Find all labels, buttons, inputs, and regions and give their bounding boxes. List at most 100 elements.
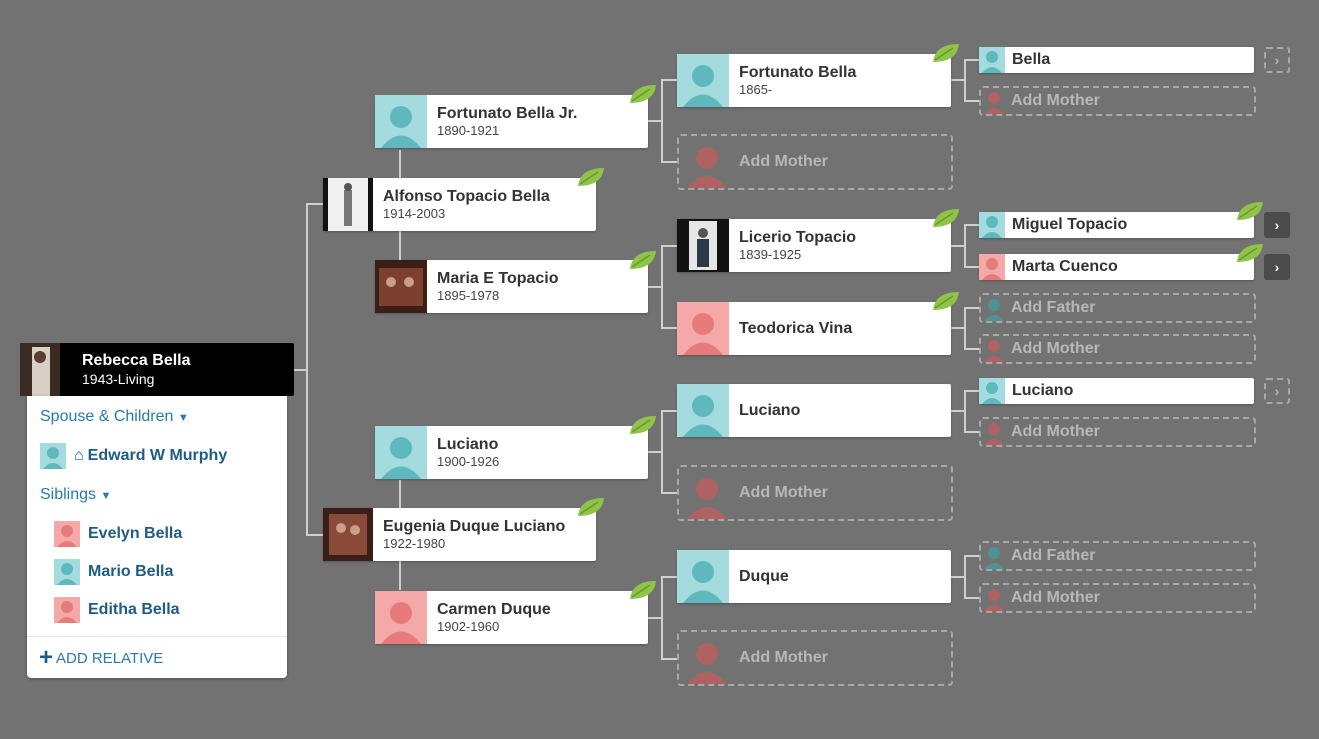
expand-tree-button[interactable]: ›: [1264, 47, 1290, 73]
male-avatar-icon: [40, 443, 66, 469]
great-grandfather-card[interactable]: Licerio Topacio 1839-1925: [677, 219, 951, 272]
ancestor-card[interactable]: Luciano: [979, 378, 1254, 404]
siblings-label: Siblings: [40, 486, 97, 503]
spouse-item[interactable]: ⌂ Edward W Murphy: [40, 443, 227, 469]
ancestor-card[interactable]: Miguel Topacio: [979, 212, 1254, 238]
add-father-label: Add Father: [1011, 547, 1096, 564]
mother-card[interactable]: Eugenia Duque Luciano 1922-1980: [323, 508, 596, 561]
expand-tree-button[interactable]: ›: [1264, 378, 1290, 404]
male-silhouette-icon: [981, 295, 1007, 321]
person-name: Rebecca Bella: [82, 351, 191, 369]
person-name: Luciano: [1012, 382, 1074, 399]
leaf-hint-icon[interactable]: [628, 83, 658, 105]
male-avatar-icon: [979, 47, 1005, 73]
female-silhouette-icon: [981, 419, 1007, 445]
great-grandfather-card[interactable]: Luciano: [677, 384, 951, 437]
chevron-right-icon: ›: [1274, 383, 1280, 399]
person-photo: [677, 219, 729, 272]
add-relative-button[interactable]: + ADD RELATIVE: [27, 636, 287, 679]
add-father-button[interactable]: Add Father: [979, 541, 1256, 571]
add-mother-button[interactable]: Add Mother: [677, 630, 953, 686]
person-photo: [323, 178, 373, 231]
add-mother-label: Add Mother: [1011, 92, 1100, 109]
father-card[interactable]: Alfonso Topacio Bella 1914-2003: [323, 178, 596, 231]
paternal-grandfather-card[interactable]: Fortunato Bella Jr. 1890-1921: [375, 95, 648, 148]
person-name: Alfonso Topacio Bella: [383, 187, 550, 205]
female-silhouette-icon: [981, 585, 1007, 611]
leaf-hint-icon[interactable]: [576, 496, 606, 518]
chevron-right-icon: ›: [1274, 52, 1280, 68]
leaf-hint-icon[interactable]: [628, 579, 658, 601]
add-mother-label: Add Mother: [1011, 423, 1100, 440]
person-dates: 1902-1960: [437, 618, 500, 634]
spouse-name: Edward W Murphy: [87, 447, 228, 464]
person-name: Fortunato Bella Jr.: [437, 104, 578, 122]
male-avatar-icon: [677, 384, 729, 437]
person-name: Luciano: [437, 435, 499, 453]
add-mother-button[interactable]: Add Mother: [677, 134, 953, 190]
ancestor-card[interactable]: Marta Cuenco: [979, 254, 1254, 280]
female-avatar-icon: [54, 597, 80, 623]
person-name: Maria E Topacio: [437, 269, 559, 287]
maternal-grandmother-card[interactable]: Carmen Duque 1902-1960: [375, 591, 648, 644]
female-silhouette-icon: [981, 88, 1007, 114]
paternal-grandmother-card[interactable]: Maria E Topacio 1895-1978: [375, 260, 648, 313]
female-silhouette-icon: [679, 136, 735, 188]
great-grandfather-card[interactable]: Fortunato Bella 1865-: [677, 54, 951, 107]
siblings-toggle[interactable]: Siblings ▼: [40, 486, 111, 504]
person-dates: 1839-1925: [739, 246, 802, 262]
female-silhouette-icon: [981, 336, 1007, 362]
male-avatar-icon: [677, 550, 729, 603]
leaf-hint-icon[interactable]: [628, 414, 658, 436]
sibling-name: Mario Bella: [88, 563, 174, 580]
add-mother-button[interactable]: Add Mother: [979, 583, 1256, 613]
spouse-children-toggle[interactable]: Spouse & Children ▼: [40, 408, 189, 426]
female-avatar-icon: [54, 521, 80, 547]
chevron-down-icon: ▼: [100, 490, 112, 502]
expand-tree-button[interactable]: ›: [1264, 212, 1290, 238]
leaf-hint-icon[interactable]: [931, 207, 961, 229]
person-photo: [323, 508, 373, 561]
person-name: Luciano: [739, 401, 801, 419]
leaf-hint-icon[interactable]: [576, 166, 606, 188]
leaf-hint-icon[interactable]: [931, 42, 961, 64]
male-avatar-icon: [375, 426, 427, 479]
chevron-down-icon: ▼: [177, 412, 189, 424]
family-panel: Spouse & Children ▼ ⌂ Edward W Murphy Si…: [27, 396, 287, 678]
add-mother-button[interactable]: Add Mother: [979, 334, 1256, 364]
sibling-item[interactable]: Editha Bella: [54, 597, 180, 623]
person-name: Fortunato Bella: [739, 63, 857, 81]
leaf-hint-icon[interactable]: [931, 290, 961, 312]
person-name: Licerio Topacio: [739, 228, 857, 246]
sibling-item[interactable]: Mario Bella: [54, 559, 173, 585]
add-mother-button[interactable]: Add Mother: [979, 86, 1256, 116]
chevron-right-icon: ›: [1274, 259, 1280, 275]
sibling-name: Evelyn Bella: [88, 525, 183, 542]
person-dates: 1895-1978: [437, 287, 500, 303]
ancestor-card[interactable]: Bella: [979, 47, 1254, 73]
great-grandfather-card[interactable]: Duque: [677, 550, 951, 603]
sibling-item[interactable]: Evelyn Bella: [54, 521, 182, 547]
home-icon: ⌂: [74, 447, 84, 464]
person-name: Carmen Duque: [437, 600, 551, 618]
chevron-right-icon: ›: [1274, 217, 1280, 233]
add-mother-button[interactable]: Add Mother: [677, 465, 953, 521]
leaf-hint-icon[interactable]: [628, 249, 658, 271]
maternal-grandfather-card[interactable]: Luciano 1900-1926: [375, 426, 648, 479]
add-mother-button[interactable]: Add Mother: [979, 417, 1256, 447]
person-photo: [20, 343, 60, 396]
person-dates: 1943-Living: [82, 370, 155, 387]
add-mother-label: Add Mother: [739, 484, 828, 501]
leaf-hint-icon[interactable]: [1235, 242, 1265, 264]
male-avatar-icon: [979, 378, 1005, 404]
expand-tree-button[interactable]: ›: [1264, 254, 1290, 280]
leaf-hint-icon[interactable]: [1235, 200, 1265, 222]
spouse-children-label: Spouse & Children: [40, 408, 174, 425]
person-name: Marta Cuenco: [1012, 258, 1118, 275]
home-person-card[interactable]: Rebecca Bella 1943-Living: [20, 343, 294, 396]
male-avatar-icon: [979, 212, 1005, 238]
person-dates: 1914-2003: [383, 205, 446, 221]
sibling-name: Editha Bella: [88, 601, 180, 618]
add-father-button[interactable]: Add Father: [979, 293, 1256, 323]
great-grandmother-card[interactable]: Teodorica Vina: [677, 302, 951, 355]
